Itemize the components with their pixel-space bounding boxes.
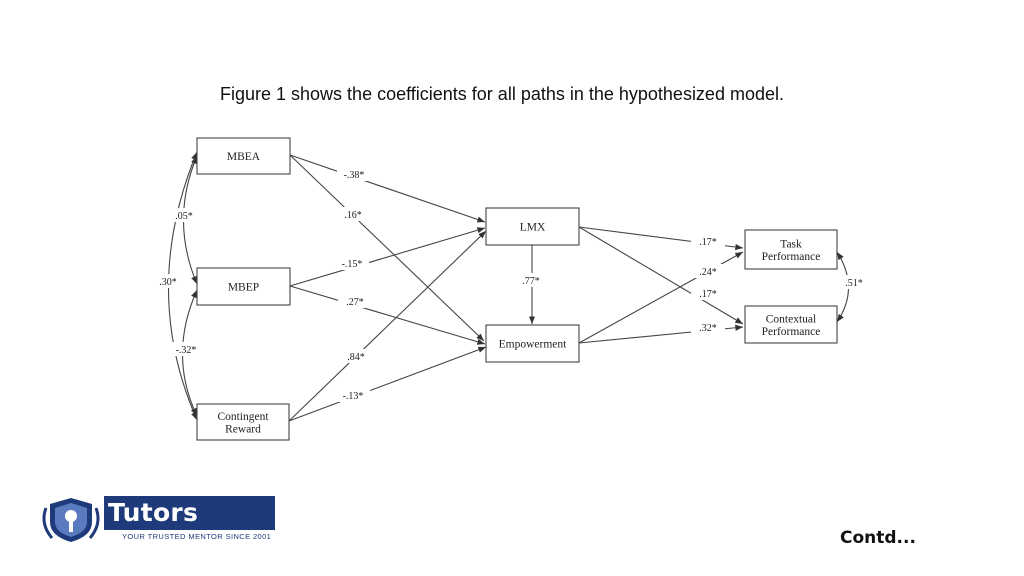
coefficient-label: .84* — [347, 352, 365, 363]
coefficient-label: .17* — [699, 237, 717, 248]
node-mbea: MBEA — [196, 137, 291, 175]
laurel-emblem-icon — [42, 498, 100, 542]
coefficient-label-bg — [171, 342, 201, 356]
contd-label: Contd... — [840, 528, 916, 548]
path-arrow — [288, 230, 487, 422]
coefficient-label-bg — [337, 167, 371, 181]
node-mbep: MBEP — [196, 267, 291, 306]
coefficient-label-bg — [691, 286, 725, 300]
path-arrow — [289, 227, 486, 287]
path-arrow — [289, 154, 485, 342]
coefficient-label-bg — [338, 294, 372, 308]
coefficient-label-bg — [839, 275, 869, 289]
node-label: Contextual — [766, 313, 816, 325]
coefficient-label-bg — [336, 388, 370, 402]
coefficient-label: -.38* — [344, 170, 365, 181]
coefficient-label: .24* — [699, 267, 717, 278]
brand-tagline: YOUR TRUSTED MENTOR SINCE 2001 — [122, 532, 272, 541]
coefficient-label: .30* — [159, 277, 177, 288]
node-label: Task — [780, 238, 802, 250]
coefficient-label: .51* — [845, 278, 863, 289]
node-label: Contingent — [217, 411, 269, 423]
node-label: Reward — [225, 423, 261, 435]
coefficient-label-bg — [514, 273, 548, 287]
coefficient-label: -.15* — [342, 259, 363, 270]
path-arrow — [578, 226, 744, 325]
brand-name: Tutors India — [104, 496, 275, 561]
coefficient-label: .05* — [175, 211, 193, 222]
node-label: MBEA — [227, 151, 261, 163]
coefficient-label-bg — [691, 234, 725, 248]
coefficient-label-bg — [691, 264, 725, 278]
coefficient-label: -.13* — [343, 391, 364, 402]
path-arrow — [288, 346, 487, 422]
node-lmx: LMX — [485, 207, 580, 246]
coefficient-label: .32* — [699, 323, 717, 334]
coefficient-label: -.32* — [176, 345, 197, 356]
node-empowerment: Empowerment — [485, 324, 580, 363]
node-label: Empowerment — [499, 339, 568, 351]
coefficient-label: .16* — [344, 210, 362, 221]
node-label: MBEP — [228, 282, 259, 294]
path-arrow — [289, 154, 486, 223]
page-title: Figure 1 shows the coefficients for all … — [220, 84, 784, 104]
tutors-india-logo: Tutors India YOUR TRUSTED MENTOR SINCE 2… — [38, 494, 278, 561]
coefficient-label: .77* — [522, 276, 540, 287]
node-label: LMX — [520, 222, 546, 234]
coefficient-label-bg — [169, 208, 199, 222]
node-label: Performance — [762, 251, 821, 263]
coefficient-label-bg — [339, 349, 373, 363]
coefficient-label-bg — [691, 320, 725, 334]
path-arrow — [289, 285, 486, 345]
node-label: Performance — [762, 326, 821, 338]
coefficient-label-bg — [335, 256, 369, 270]
coefficient-label: .27* — [346, 297, 364, 308]
coefficient-label-bg — [153, 274, 183, 288]
coefficient-label: .17* — [699, 289, 717, 300]
coefficient-label-bg — [336, 207, 370, 221]
